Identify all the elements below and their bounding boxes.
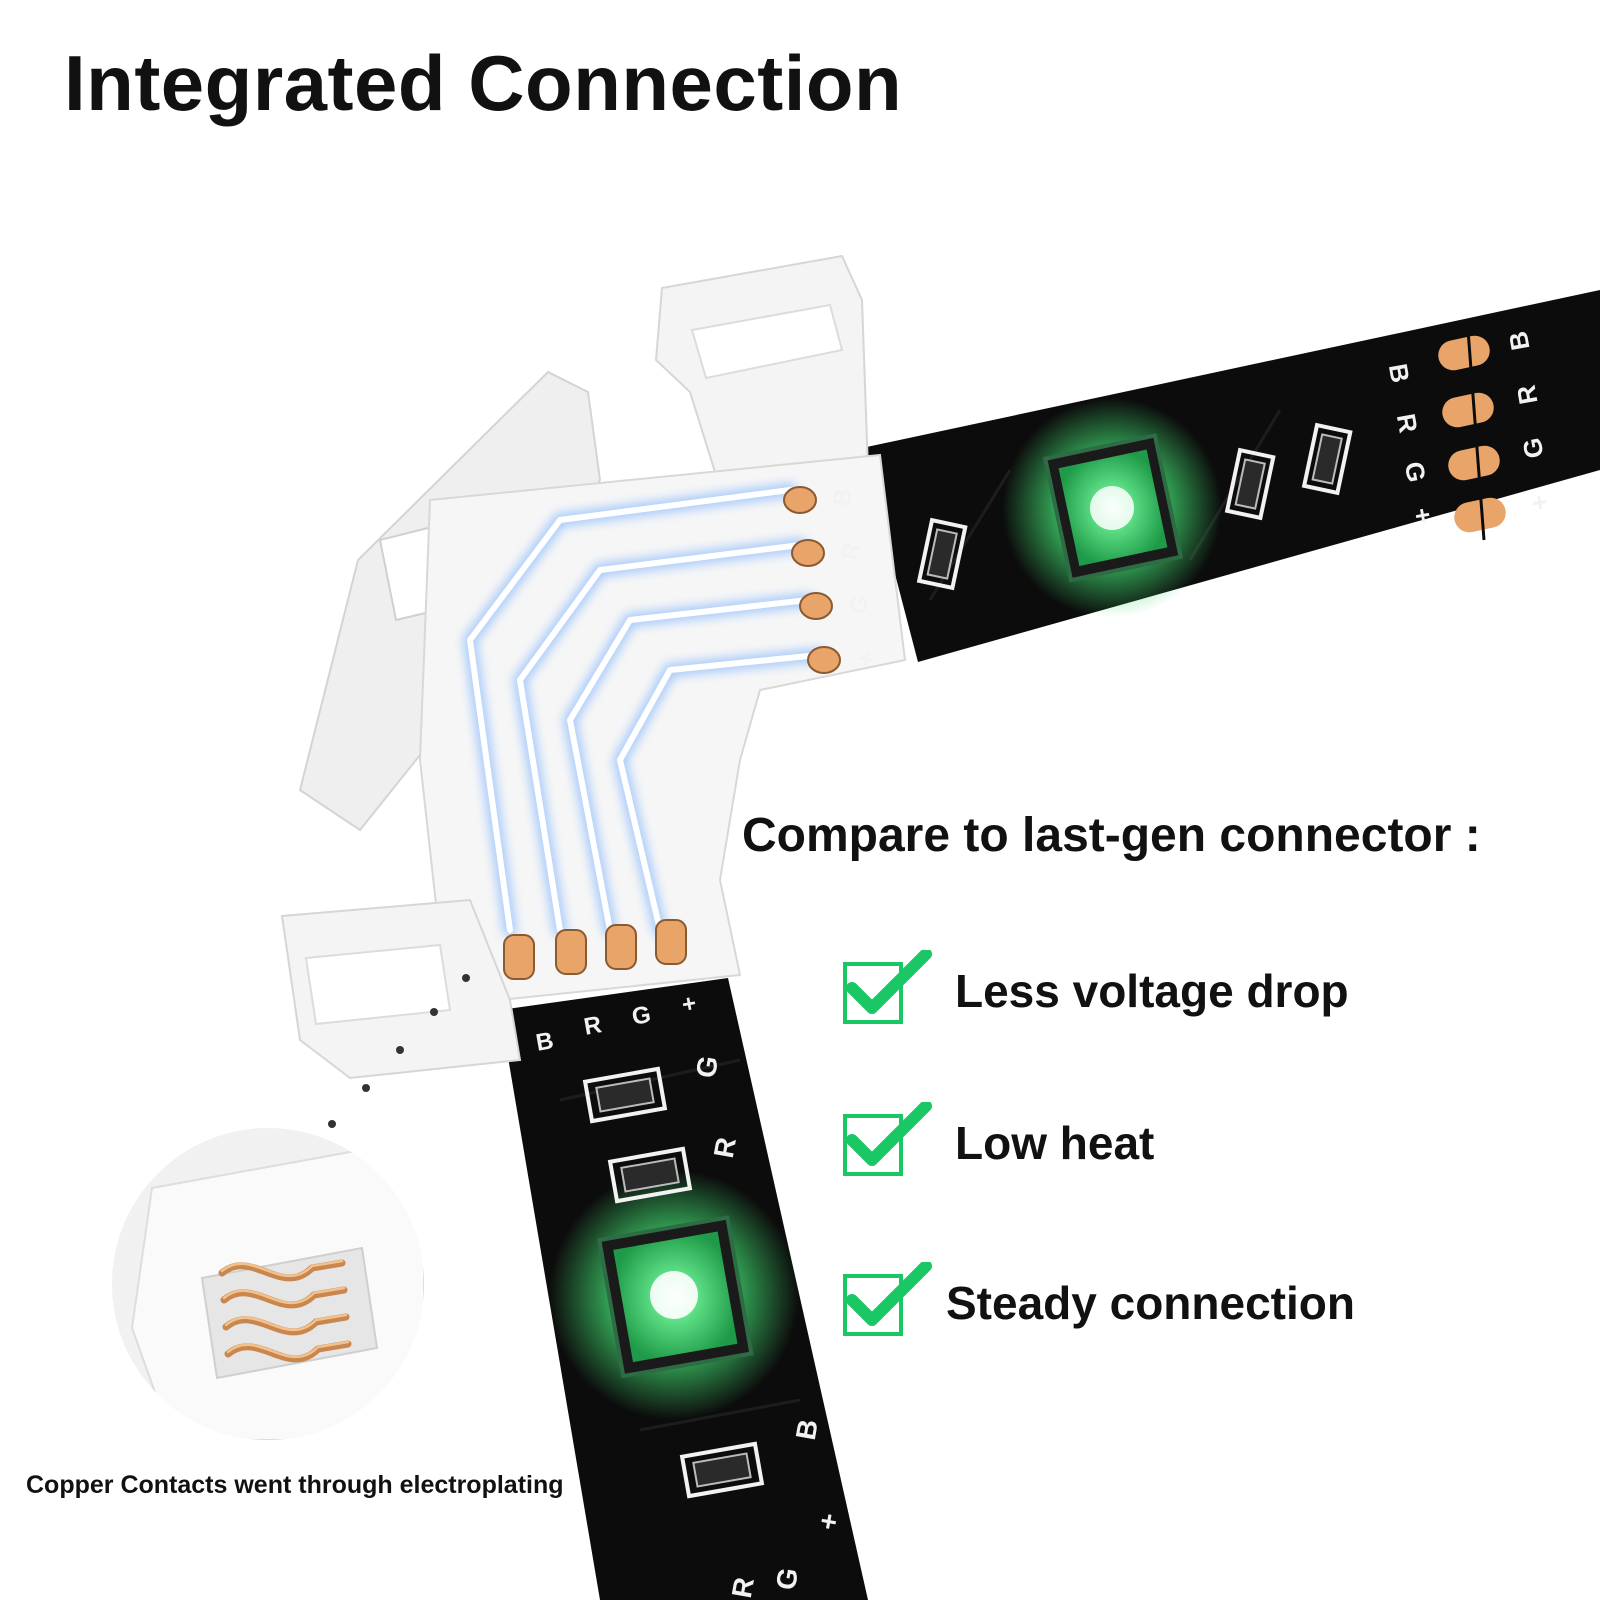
pin-letter: R [836, 541, 866, 563]
inset-illustration [112, 1128, 424, 1440]
resistor [1301, 422, 1353, 496]
pin-letter: R [1391, 411, 1424, 435]
copper-pads [1438, 329, 1506, 541]
pin-letter: G [844, 593, 874, 616]
inset-copper-wires [218, 1259, 352, 1363]
connector-clip-top [654, 254, 870, 490]
strip-body-top [862, 290, 1600, 662]
pin-letter: + [1523, 492, 1555, 512]
benefit-item: Steady connection [842, 1262, 1542, 1342]
strip-pin-letters: B R G + B R G + [1383, 329, 1556, 526]
benefit-item: Low heat [842, 1102, 1542, 1182]
pin-letter: R [582, 1011, 604, 1041]
compare-heading: Compare to last-gen connector : [742, 809, 1481, 862]
led-strip-top: B R G + B R G + [862, 290, 1600, 662]
resistor [916, 517, 968, 591]
leader-dots [328, 974, 470, 1128]
pin-letter: G [690, 1053, 724, 1080]
connector-pin-letters: B R G + B R G + [534, 487, 881, 1057]
checkbox-check-icon [843, 1262, 932, 1336]
pin-letter: + [812, 1511, 845, 1532]
pin-letter: + [680, 990, 698, 1019]
strip-pin-letters: G R B + G R [690, 1053, 845, 1600]
benefit-label: Less voltage drop [955, 965, 1349, 1017]
resistor [1224, 447, 1276, 521]
copper-contacts-top [783, 486, 841, 674]
connector-body [418, 453, 907, 1002]
checkbox-check-icon [843, 1102, 932, 1176]
l-connector: B R G + B R G + [280, 254, 907, 1080]
pin-letter: B [828, 487, 858, 509]
pin-letter: G [770, 1565, 804, 1592]
pin-letter: G [630, 1001, 653, 1031]
led-strip-bottom: G R B + G R [500, 978, 868, 1600]
copper-contacts-inset [112, 1128, 424, 1440]
pin-letter: B [1503, 329, 1536, 353]
benefit-item: Less voltage drop [842, 950, 1542, 1030]
pin-letter: + [1407, 505, 1439, 525]
pin-letter: B [1383, 361, 1416, 385]
inset-caption: Copper Contacts went through electroplat… [26, 1471, 564, 1499]
pin-letter: R [1511, 383, 1544, 407]
benefit-label: Low heat [955, 1117, 1155, 1169]
checkbox-check-icon [843, 950, 932, 1024]
resistor [582, 1066, 668, 1124]
clip-latch [690, 303, 844, 380]
led-chip [597, 1215, 754, 1379]
clip-latch [304, 943, 452, 1026]
pin-letter: + [852, 650, 881, 668]
internal-wires [463, 483, 825, 937]
strip-trace [639, 1398, 801, 1432]
resistor [679, 1441, 765, 1499]
led-chip [1042, 433, 1184, 583]
benefit-label: Steady connection [946, 1277, 1355, 1329]
resistor [607, 1146, 693, 1204]
copper-contacts-bottom [503, 919, 687, 980]
page-title: Integrated Connection [64, 39, 903, 127]
pin-letter: B [534, 1027, 556, 1057]
